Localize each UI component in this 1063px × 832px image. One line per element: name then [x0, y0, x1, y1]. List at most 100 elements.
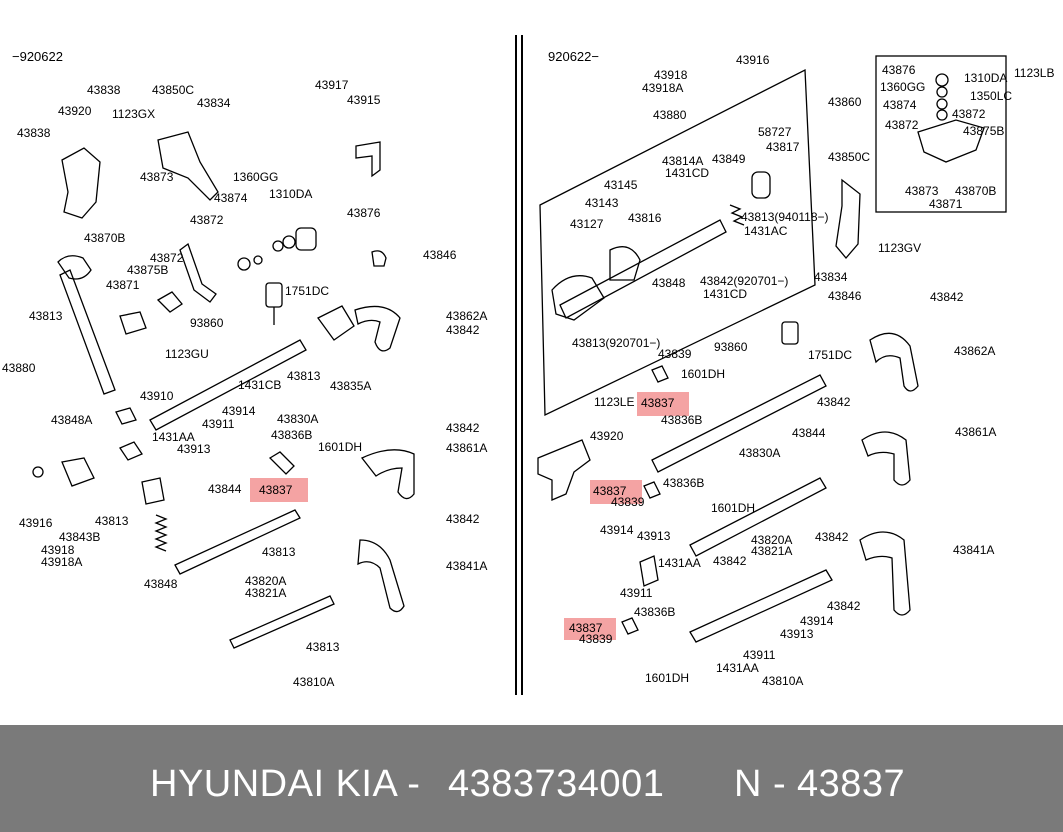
part-callout-label: 43814A — [662, 154, 703, 168]
highlight-43837 — [590, 480, 642, 504]
part-callout-label: 43918 — [41, 543, 75, 557]
part-callout-label: 43127 — [570, 217, 604, 231]
part-callout-label: 43830A — [739, 446, 780, 460]
part-callout-label: 43842 — [827, 599, 861, 613]
highlight-43837 — [250, 478, 308, 502]
part-callout-label: 43873 — [905, 184, 939, 198]
part-callout-label: 1350LC — [970, 89, 1012, 103]
part-callout-label: 1431CB — [238, 378, 281, 392]
part-callout-label: 43920 — [58, 104, 92, 118]
part-callout-label: 1360GG — [880, 80, 925, 94]
part-callout-label: 43918A — [642, 81, 683, 95]
highlight-43837 — [564, 618, 616, 640]
part-callout-label: 43850C — [828, 150, 870, 164]
part-callout-label: 1310DA — [269, 187, 312, 201]
part-callout-label: 43875B — [963, 124, 1004, 138]
part-callout-label: 93860 — [190, 316, 224, 330]
part-callout-label: 43841A — [953, 543, 994, 557]
part-callout-label: 43914 — [600, 523, 634, 537]
part-callout-label: 1751DC — [808, 348, 852, 362]
part-callout-label: 43839 — [658, 347, 692, 361]
part-callout-label: 43820A — [245, 574, 286, 588]
part-callout-label: 43813(920701−) — [572, 336, 660, 350]
part-callout-label: 43817 — [766, 140, 800, 154]
part-callout-label: 1431AA — [716, 661, 759, 675]
part-callout-label: 43910 — [140, 389, 174, 403]
part-callout-label: 43813(940118−) — [741, 210, 829, 224]
part-callout-label: 43839 — [579, 632, 613, 646]
part-callout-label: 1123LE — [594, 395, 634, 409]
part-callout-label: 43880 — [2, 361, 36, 375]
footer-brand: HYUNDAI KIA - — [150, 763, 421, 805]
part-callout-label: 43813 — [287, 369, 321, 383]
part-callout-label: 43813 — [29, 309, 63, 323]
part-callout-label: 1310DA — [964, 71, 1007, 85]
part-callout-label: 43842(920701−) — [700, 274, 788, 288]
part-callout-label: 58727 — [758, 125, 792, 139]
part-callout-label: 43836B — [663, 476, 704, 490]
part-callout-label: 1431AA — [152, 430, 195, 444]
part-callout-label: 1123LB — [1014, 66, 1054, 80]
part-callout-label: 43876 — [347, 206, 381, 220]
part-callout-label: 1123GX — [112, 107, 155, 121]
part-callout-label: 43842 — [815, 530, 849, 544]
part-callout-label: 43916 — [736, 53, 770, 67]
part-callout-label: 1601DH — [681, 367, 725, 381]
part-callout-label: 43848 — [652, 276, 686, 290]
part-callout-label: 43821A — [751, 544, 792, 558]
left-panel-code: −920622 — [12, 49, 63, 64]
part-callout-label: 43842 — [713, 554, 747, 568]
part-callout-label: 43876 — [882, 63, 916, 77]
part-callout-label: 43810A — [762, 674, 803, 688]
part-callout-label: 43844 — [792, 426, 826, 440]
part-callout-label: 43913 — [637, 529, 671, 543]
part-callout-label: 43861A — [955, 425, 996, 439]
part-callout-label: 1431CD — [703, 287, 747, 301]
part-callout-label: 43850C — [152, 83, 194, 97]
part-callout-label: 93860 — [714, 340, 748, 354]
part-callout-label: 43842 — [930, 290, 964, 304]
part-callout-label: 43813 — [95, 514, 129, 528]
part-callout-label: 43848 — [144, 577, 178, 591]
part-callout-label: 43875B — [127, 263, 168, 277]
part-callout-label: 1431AC — [744, 224, 788, 238]
part-callout-label: 43838 — [17, 126, 51, 140]
highlight-boxes — [250, 392, 689, 640]
part-callout-label: 43872 — [190, 213, 224, 227]
part-callout-label: 43835A — [330, 379, 371, 393]
part-callout-label: 43842 — [446, 421, 480, 435]
part-callout-label: 43862A — [954, 344, 995, 358]
left-panel-drawing — [32, 131, 415, 649]
part-callout-label: 43871 — [106, 278, 140, 292]
part-callout-label: 43914 — [800, 614, 834, 628]
part-callout-label: 43848A — [51, 413, 92, 427]
part-callout-label: 43838 — [87, 83, 121, 97]
part-callout-label: 43872 — [952, 107, 986, 121]
part-callout-label: 43861A — [446, 441, 487, 455]
part-callout-label: 1431CD — [665, 166, 709, 180]
part-callout-label: 43860 — [828, 95, 862, 109]
part-callout-label: 43820A — [751, 533, 792, 547]
part-callout-label: 1360GG — [233, 170, 278, 184]
part-callout-label: 43816 — [628, 211, 662, 225]
part-callout-label: 43880 — [653, 108, 687, 122]
footer-bar: HYUNDAI KIA - 4383734001 N - 43837 — [0, 725, 1063, 832]
part-callout-label: 43836B — [634, 605, 675, 619]
footer-part-number: 4383734001 — [448, 763, 665, 805]
part-callout-label: 1123GU — [165, 347, 209, 361]
highlight-43837 — [637, 392, 689, 416]
part-callout-label: 43836B — [271, 428, 312, 442]
part-callout-label: 43871 — [929, 197, 963, 211]
part-callout-label: 43842 — [446, 323, 480, 337]
part-callout-label: 1601DH — [645, 671, 689, 685]
part-callout-label: 43837 — [569, 621, 603, 635]
part-callout-label: 43837 — [641, 396, 675, 410]
part-callout-label: 43911 — [202, 417, 235, 431]
part-callout-label: 43913 — [177, 442, 211, 456]
part-callout-label: 43920 — [590, 429, 624, 443]
part-callout-label: 43813 — [262, 545, 296, 559]
right-panel-drawing — [537, 55, 1007, 643]
